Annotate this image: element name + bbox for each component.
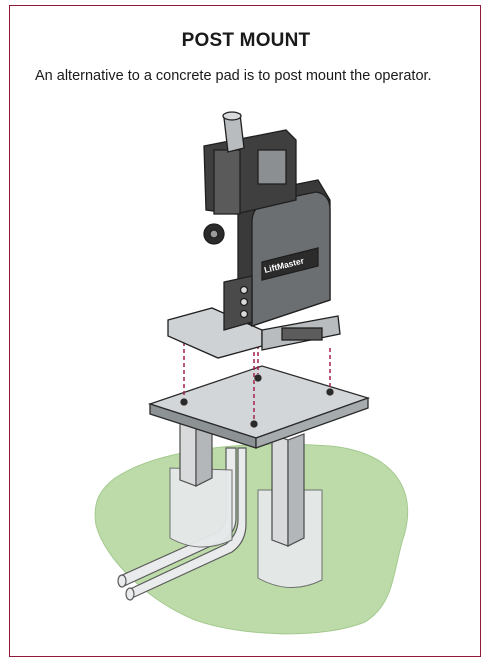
gate-operator [167,111,341,359]
mounting-plate [147,365,371,449]
alignment-guides [183,328,331,420]
ground-patch [94,443,409,635]
section-title: POST MOUNT [181,30,311,51]
intro-text: An alternative to a concrete pad is to p… [35,68,432,84]
